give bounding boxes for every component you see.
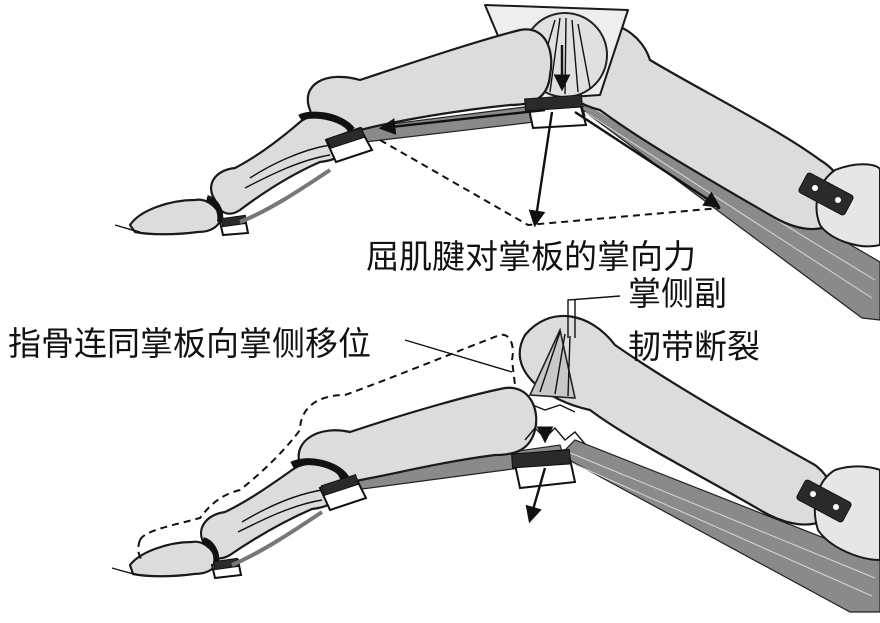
top-distal-phalanx: [128, 198, 222, 236]
bottom-original-position-outline: [139, 333, 516, 541]
ligament-rupture-label-line1: 掌侧副: [628, 274, 727, 313]
ligament-leader-line: [567, 295, 621, 338]
top-a1-pulley: [524, 94, 583, 112]
top-tendon-force-arrow-left: [378, 108, 546, 135]
top-palmar-force-arrow: [528, 111, 554, 228]
top-proximal-phalanx: [306, 28, 553, 135]
bottom-pip-joint-ring: [290, 458, 349, 481]
top-tendon-force-arrow-right: [574, 110, 721, 208]
bottom-finger-panel: [111, 295, 880, 613]
top-screw-plate: [798, 172, 854, 216]
flexor-force-label: 屈肌腱对掌板的掌向力: [366, 237, 696, 276]
bottom-screw-plate: [796, 479, 852, 523]
bottom-distal-phalanx: [128, 540, 218, 578]
bottom-volar-displacement-arrow: [525, 467, 547, 524]
top-pip-joint-ring: [298, 111, 355, 133]
top-finger-panel: [114, 4, 880, 321]
volar-shift-label: 指骨连同掌板向掌侧移位: [8, 324, 371, 363]
ligament-rupture-label-line2: 韧带断裂: [628, 327, 760, 366]
top-middle-phalanx: [210, 114, 352, 215]
volar-shift-leader-line: [404, 339, 513, 373]
top-force-triangle: [379, 139, 721, 227]
bottom-a1-pulley: [511, 449, 571, 469]
